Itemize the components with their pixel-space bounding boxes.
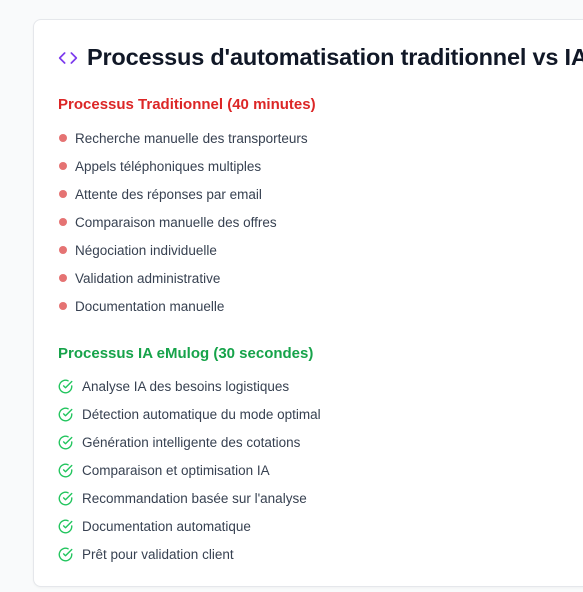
check-circle-icon: [58, 379, 73, 394]
traditional-step-item: Validation administrative: [58, 264, 308, 292]
ai-step-label: Comparaison et optimisation IA: [82, 462, 270, 478]
card-header: Processus d'automatisation traditionnel …: [58, 44, 583, 71]
ai-step-item: Génération intelligente des cotations: [58, 428, 321, 456]
traditional-step-label: Recherche manuelle des transporteurs: [75, 130, 308, 146]
comparison-card: Processus d'automatisation traditionnel …: [33, 19, 583, 587]
traditional-step-label: Négociation individuelle: [75, 242, 217, 258]
check-circle-icon: [58, 491, 73, 506]
bullet-dot-icon: [59, 134, 67, 142]
traditional-step-item: Recherche manuelle des transporteurs: [58, 124, 308, 152]
check-circle-icon: [58, 547, 73, 562]
traditional-section-title: Processus Traditionnel (40 minutes): [58, 96, 316, 113]
code-icon: [58, 48, 78, 68]
traditional-step-label: Attente des réponses par email: [75, 186, 262, 202]
card-title: Processus d'automatisation traditionnel …: [87, 44, 583, 70]
check-circle-icon: [58, 407, 73, 422]
ai-step-label: Documentation automatique: [82, 518, 251, 534]
ai-step-item: Recommandation basée sur l'analyse: [58, 484, 321, 512]
ai-step-label: Analyse IA des besoins logistiques: [82, 378, 290, 394]
ai-step-label: Génération intelligente des cotations: [82, 434, 301, 450]
ai-step-item: Détection automatique du mode optimal: [58, 400, 321, 428]
ai-step-item: Prêt pour validation client: [58, 540, 321, 568]
ai-step-label: Prêt pour validation client: [82, 546, 234, 562]
check-circle-icon: [58, 519, 73, 534]
bullet-dot-icon: [59, 246, 67, 254]
traditional-step-item: Attente des réponses par email: [58, 180, 308, 208]
ai-step-label: Détection automatique du mode optimal: [82, 406, 321, 422]
traditional-step-item: Appels téléphoniques multiples: [58, 152, 308, 180]
traditional-step-label: Documentation manuelle: [75, 298, 225, 314]
ai-section-title: Processus IA eMulog (30 secondes): [58, 345, 314, 362]
traditional-step-label: Appels téléphoniques multiples: [75, 158, 262, 174]
bullet-dot-icon: [59, 162, 67, 170]
traditional-step-item: Documentation manuelle: [58, 292, 308, 320]
traditional-step-item: Comparaison manuelle des offres: [58, 208, 308, 236]
traditional-step-item: Négociation individuelle: [58, 236, 308, 264]
traditional-step-label: Validation administrative: [75, 270, 221, 286]
bullet-dot-icon: [59, 190, 67, 198]
bullet-dot-icon: [59, 218, 67, 226]
ai-step-item: Documentation automatique: [58, 512, 321, 540]
ai-step-item: Analyse IA des besoins logistiques: [58, 372, 321, 400]
check-circle-icon: [58, 435, 73, 450]
ai-step-item: Comparaison et optimisation IA: [58, 456, 321, 484]
check-circle-icon: [58, 463, 73, 478]
bullet-dot-icon: [59, 274, 67, 282]
ai-step-label: Recommandation basée sur l'analyse: [82, 490, 307, 506]
traditional-step-label: Comparaison manuelle des offres: [75, 214, 277, 230]
bullet-dot-icon: [59, 302, 67, 310]
